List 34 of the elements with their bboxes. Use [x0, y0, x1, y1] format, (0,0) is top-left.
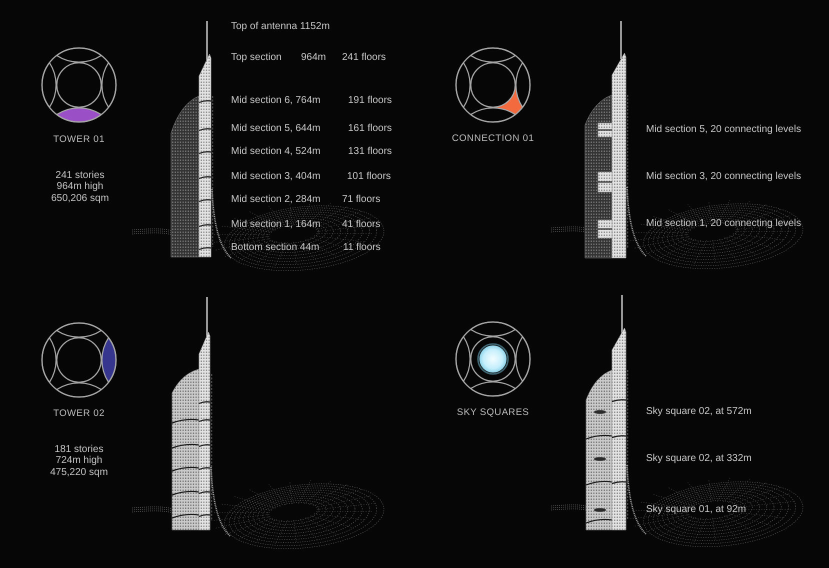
floor-count-label: 11 floors	[343, 242, 381, 254]
statistic-text: 181 stories	[54, 444, 104, 454]
sky-square-label: Sky square 01, at 92m	[646, 504, 746, 516]
section-label: Mid section 1, 164m	[231, 219, 320, 231]
floor-count-label: 71 floors	[342, 194, 380, 206]
connecting-level-label: Mid section 5, 20 connecting levels	[646, 124, 802, 136]
connecting-level-label: Mid section 1, 20 connecting levels	[646, 218, 802, 230]
section-label: Mid section 3, 404m	[231, 171, 320, 183]
height-label: 964m	[301, 52, 326, 64]
panel-title: TOWER 02	[53, 408, 105, 420]
floor-count-label: 241 floors	[342, 52, 386, 64]
floor-count-label: 161 floors	[348, 123, 392, 135]
section-label: Bottom section 44m	[231, 242, 320, 254]
section-label: Top section	[231, 52, 282, 64]
floor-count-label: 41 floors	[342, 219, 380, 231]
floor-count-label: 191 floors	[348, 95, 392, 107]
panel-title: TOWER 01	[53, 134, 105, 146]
panel-title: CONNECTION 01	[452, 133, 534, 145]
floor-count-label: 101 floors	[347, 171, 391, 183]
sky-square-label: Sky square 02, at 332m	[646, 453, 752, 465]
section-label: Mid section 4, 524m	[231, 146, 320, 158]
section-label: Mid section 5, 644m	[231, 123, 320, 135]
statistic-text: 724m high	[56, 455, 102, 466]
statistic-text: 650,206 sqm	[51, 192, 109, 204]
section-label: Mid section 2, 284m	[231, 194, 320, 206]
floor-count-label: 131 floors	[348, 146, 392, 158]
statistic-text: 241 stories	[56, 170, 104, 180]
sky-square-label: Sky square 02, at 572m	[646, 406, 752, 418]
section-label: Mid section 6, 764m	[231, 95, 320, 107]
statistic-text: 964m high	[56, 181, 104, 192]
connecting-level-label: Mid section 3, 20 connecting levels	[646, 171, 802, 183]
statistic-text: 475,220 sqm	[50, 466, 108, 478]
panel-title: SKY SQUARES	[456, 407, 530, 419]
section-label: Top of antenna 1152m	[231, 21, 330, 33]
